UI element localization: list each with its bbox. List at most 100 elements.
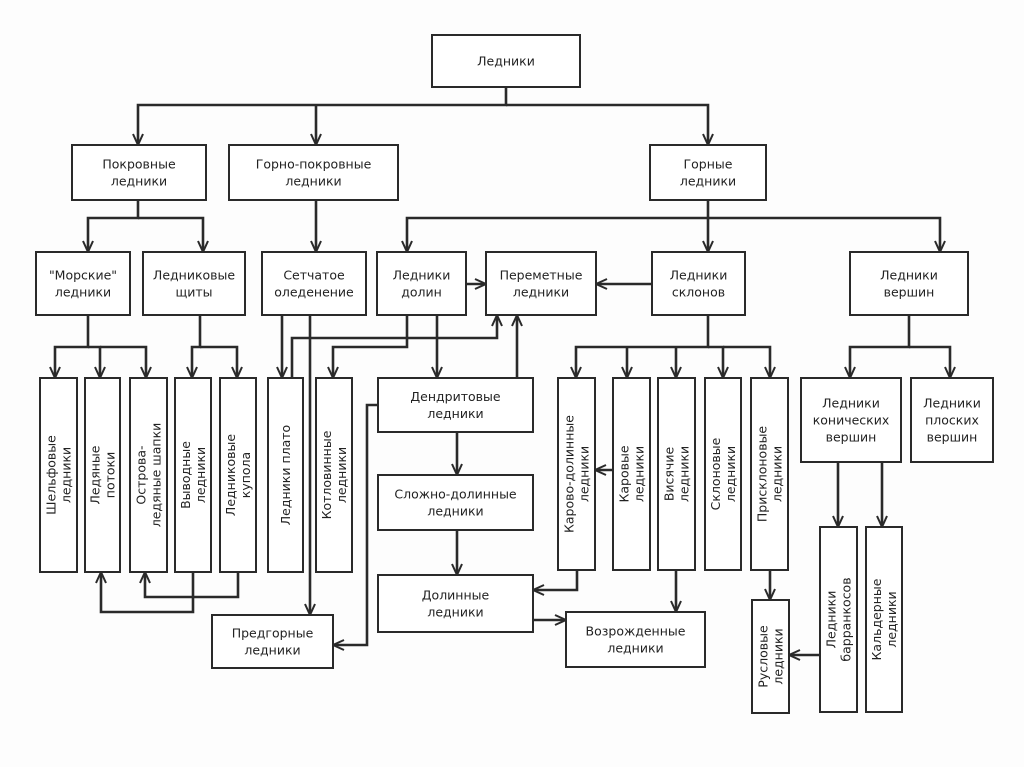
- node-label-line: ледники: [55, 285, 111, 300]
- node-label-line: Ледниковые: [153, 268, 235, 283]
- node-label-line: Ледники плато: [278, 425, 293, 525]
- node-label: "Морские"ледники: [49, 268, 117, 300]
- node-label-line: Ледниковые: [223, 434, 238, 516]
- node-label-line: Возрожденные: [586, 624, 686, 639]
- connector-visyachie-to-vozrozhdennye: [670, 570, 682, 615]
- node-label-line: Ледники: [670, 268, 728, 283]
- node-label: Ледниковыекупола: [223, 434, 253, 516]
- node-label-line: Дендритовые: [410, 389, 500, 404]
- node-label-line: ледники: [577, 446, 592, 502]
- node-visyachie: Висячиеледники: [657, 377, 696, 571]
- node-karovye: Каровыеледники: [612, 377, 651, 571]
- node-label-line: вершин: [927, 430, 978, 445]
- node-label-line: ледники: [59, 447, 74, 503]
- node-label: Котловинныеледники: [319, 430, 349, 519]
- node-label-line: Русловые: [756, 625, 771, 688]
- node-vozrozhdennye: Возрожденные ледники: [565, 611, 706, 668]
- node-label-line: Предгорные: [232, 626, 314, 641]
- node-slozhno-dolinnye: Сложно-долинные ледники: [377, 474, 534, 531]
- connector-konicheskih-to-barrankosov: [832, 462, 844, 530]
- connector-morskie-to-shelfovye: [49, 315, 90, 381]
- node-label: Шельфовыеледники: [44, 435, 74, 515]
- node-kupola: Ледниковыекупола: [219, 377, 257, 573]
- connector-sklonov-to-prisklonovye: [723, 345, 776, 381]
- node-label: Выводныеледники: [178, 441, 208, 509]
- connector-slozhno_dolinnye-to-dolinnye: [451, 530, 463, 578]
- connector-vershin-to-ploskih: [909, 345, 956, 381]
- node-label-line: ледники: [427, 605, 483, 620]
- node-label-line: Ледяные: [88, 445, 103, 504]
- node-label-line: ледники: [427, 504, 483, 519]
- node-label-line: Сложно-долинные: [394, 487, 517, 502]
- node-label-line: ледники: [771, 628, 786, 684]
- connector-dolin-to-kotlovinnye: [327, 315, 409, 381]
- node-label-line: склонов: [672, 285, 725, 300]
- node-label-line: ледники: [884, 591, 899, 647]
- node-root: Ледники: [431, 34, 581, 88]
- node-label: Острова-ледяные шапки: [134, 423, 164, 528]
- node-label-line: ледники: [723, 446, 738, 502]
- connector-sklonov-to-peremetnye: [593, 278, 652, 290]
- node-label-line: Выводные: [178, 441, 193, 509]
- node-label-line: щиты: [175, 285, 212, 300]
- connector-shchity-to-vyvodnye: [186, 315, 202, 381]
- node-label-line: ледники: [677, 446, 692, 502]
- node-barrankosov: Ледникибарранкосов: [819, 526, 858, 713]
- node-prisklonovye: Присклоновыеледники: [750, 377, 789, 571]
- node-label-line: ледники: [607, 641, 663, 656]
- connector-dendritovye-to-peremetnye: [511, 312, 523, 378]
- node-label: Ледникибарранкосов: [824, 577, 854, 661]
- node-label-line: барранкосов: [839, 577, 854, 661]
- node-label-line: Ледники: [477, 54, 535, 69]
- connector-sklonov-to-sklonovye: [708, 345, 729, 381]
- connector-dolin-to-peremetnye: [466, 278, 489, 290]
- node-label-line: ледники: [770, 446, 785, 502]
- connector-barrankosov-to-ruslovye: [786, 649, 820, 661]
- node-label-line: купола: [238, 452, 253, 498]
- node-label: Возрожденные ледники: [586, 624, 686, 656]
- node-label-line: ледники: [244, 643, 300, 658]
- node-morskie: "Морские"ледники: [35, 251, 131, 316]
- connector-dolinnye-to-vozrozhdennye: [533, 614, 569, 626]
- node-label-line: Острова-: [134, 445, 149, 504]
- node-label-line: ледники: [111, 174, 167, 189]
- node-label: Ледяныепотоки: [88, 445, 118, 504]
- node-label: Каровыеледники: [617, 445, 647, 502]
- node-label-line: ледники: [285, 174, 341, 189]
- connector-prisklonovye-to-ruslovye: [764, 570, 776, 603]
- node-label-line: долин: [401, 285, 442, 300]
- node-label-line: Ледники: [824, 591, 839, 649]
- connector-pokrovnye-to-morskie: [82, 200, 140, 255]
- node-label-line: Кальдерные: [869, 578, 884, 660]
- connector-gornye-to-sklonov: [702, 218, 714, 255]
- node-label-line: вершин: [884, 285, 935, 300]
- node-kaldernye: Кальдерныеледники: [865, 526, 903, 713]
- node-label: Ледники плато: [278, 425, 293, 525]
- node-karovo-dolinnye: Карово-долинныеледники: [557, 377, 596, 571]
- connector-gornye-to-dolin: [401, 200, 710, 255]
- node-label-line: Висячие: [662, 447, 677, 502]
- node-label: Предгорные ледники: [232, 626, 314, 658]
- node-label: Присклоновыеледники: [755, 426, 785, 523]
- node-label: Ледниковые щиты: [153, 268, 235, 300]
- connector-sklonov-to-visyachie: [670, 347, 682, 381]
- node-label-line: Переметные: [500, 268, 583, 283]
- node-label: Ледники: [477, 54, 535, 69]
- node-kotlovinnye: Котловинныеледники: [315, 377, 353, 573]
